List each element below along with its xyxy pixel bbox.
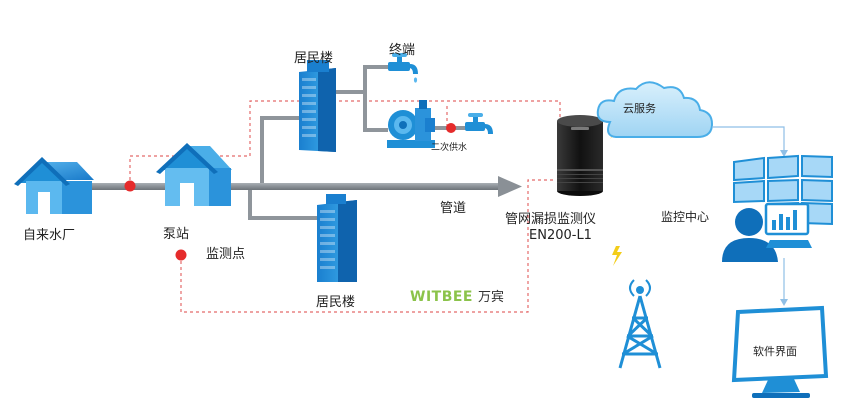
cloud-icon [596, 81, 714, 138]
arrow-icon [780, 150, 788, 157]
cloud-service-label: 云服务 [623, 102, 656, 115]
signal-lines [129, 100, 561, 313]
building-to-terminal-pipe [336, 65, 392, 94]
pump-station-label: 泵站 [163, 227, 190, 242]
branch-pipe-bottom [248, 190, 322, 220]
computer-monitor-icon [731, 305, 829, 398]
sensor-dot-plant [124, 180, 136, 192]
residential-top-label: 居民楼 [294, 51, 334, 66]
branch-pipe-top [260, 116, 300, 183]
water-plant-house-icon [14, 157, 94, 214]
device-model-label: EN200-L1 [529, 228, 592, 243]
device-name-label: 管网漏损监测仪 [505, 212, 597, 227]
signal-line-top [129, 100, 561, 186]
terminal-faucet-icon [388, 53, 418, 83]
terminal-label: 终端 [389, 43, 416, 58]
lightning-icon [612, 246, 622, 266]
brand-english: WITBEE [410, 289, 473, 305]
pipelines [60, 65, 522, 220]
main-pipe [60, 183, 500, 190]
cloud-to-center-line [712, 126, 785, 152]
leak-monitor-device-icon [557, 115, 603, 196]
pipeline-label: 管道 [440, 201, 467, 216]
software-ui-label: 软件界面 [753, 345, 797, 358]
operator-icon [722, 202, 812, 262]
secondary-supply-label: 二次供水 [431, 143, 468, 153]
signal-tower-icon [618, 279, 662, 369]
building-to-pump-pipe [336, 90, 388, 132]
brand-chinese: 万宾 [478, 290, 505, 305]
secondary-faucet-icon [465, 113, 493, 134]
water-pump-icon [387, 100, 435, 148]
brand-logo: WITBEE 万宾 [410, 286, 504, 305]
arrow-icon [780, 299, 788, 306]
pump-station-house-icon [156, 143, 232, 206]
water-plant-label: 自来水厂 [23, 228, 76, 243]
residential-building-bottom-icon [317, 194, 357, 282]
residential-building-top-icon [299, 60, 336, 152]
residential-bottom-label: 居民楼 [316, 295, 356, 310]
signal-line-bottom [180, 179, 556, 313]
monitoring-point-label: 监测点 [206, 247, 246, 262]
sensor-dot-pump-station [175, 249, 187, 261]
sensor-dot-secondary [446, 123, 456, 133]
pipeline-arrow-icon [498, 176, 522, 197]
monitoring-center-label: 监控中心 [661, 210, 710, 224]
